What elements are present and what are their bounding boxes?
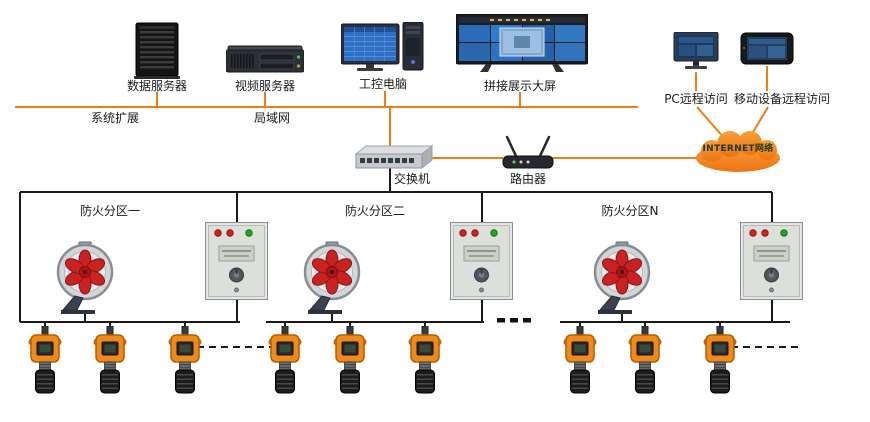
alarm-controller-icon <box>450 222 513 304</box>
lan-label: 局域网 <box>253 111 290 125</box>
ellipsis-dashes <box>497 318 531 323</box>
internet-label: INTERNET网络 <box>702 144 774 154</box>
alarm-controller-icon <box>205 222 268 304</box>
zone-2-label: 防火分区二 <box>344 204 405 218</box>
router-icon <box>500 132 556 176</box>
internet-cloud-icon <box>688 130 788 182</box>
axial-fan-icon <box>590 234 654 318</box>
server-tower-icon <box>133 22 181 84</box>
industrial-pc-icon <box>340 21 425 78</box>
network-switch-icon <box>350 143 434 177</box>
video-server-label: 视频服务器 <box>234 79 295 93</box>
gas-detector-icon <box>332 325 368 400</box>
router-label: 路由器 <box>509 172 546 186</box>
gas-detector-icon <box>92 325 128 400</box>
alarm-controller-icon <box>740 222 803 304</box>
gas-detector-icon <box>167 325 203 400</box>
zone-1-label: 防火分区一 <box>79 204 140 218</box>
gas-detector-icon <box>627 325 663 400</box>
switch-label: 交换机 <box>393 172 430 186</box>
gas-detector-icon <box>407 325 443 400</box>
mobile-remote-label: 移动设备远程访问 <box>733 92 830 106</box>
gas-detector-icon <box>702 325 738 400</box>
axial-fan-icon <box>300 234 364 318</box>
orange-bus-lines <box>15 66 769 159</box>
system-expansion-label: 系统扩展 <box>90 111 139 125</box>
rack-server-icon <box>225 44 305 78</box>
black-field-lines <box>19 167 790 331</box>
video-wall-label: 拼接展示大屏 <box>483 79 556 93</box>
video-wall-icon <box>455 13 589 78</box>
axial-fan-icon <box>53 234 117 318</box>
data-server-label: 数据服务器 <box>126 79 187 93</box>
gas-detector-icon <box>562 325 598 400</box>
industrial-pc-label: 工控电脑 <box>358 77 407 91</box>
tablet-icon <box>740 32 794 70</box>
desktop-monitor-icon <box>672 31 720 76</box>
gas-detector-icon <box>27 325 63 400</box>
zone-n-label: 防火分区N <box>601 204 659 218</box>
pc-remote-label: PC远程访问 <box>664 92 728 106</box>
gas-detector-icon <box>267 325 303 400</box>
